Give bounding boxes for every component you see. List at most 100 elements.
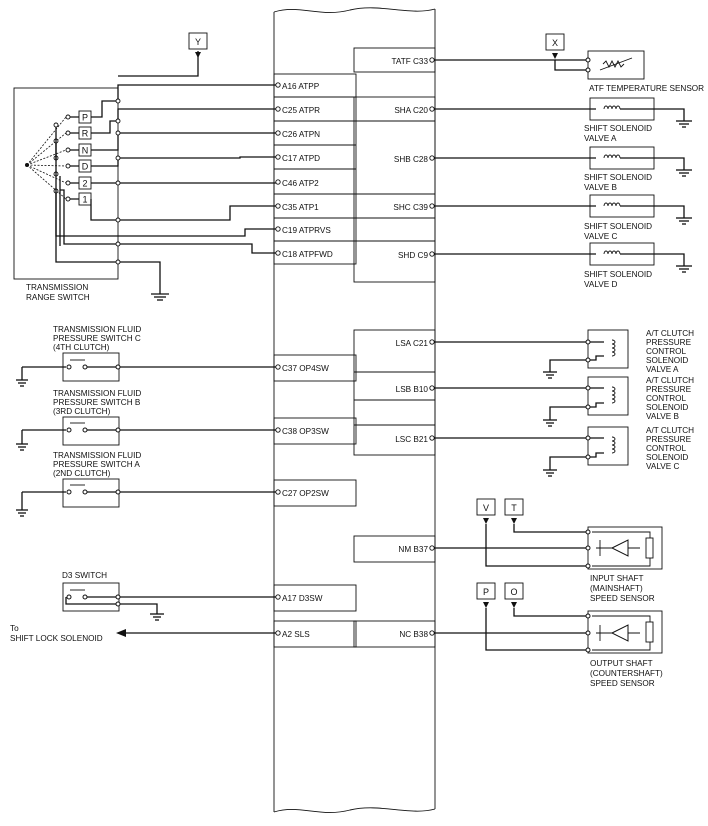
pressure-switch-a-label-3: (2ND CLUTCH)	[53, 469, 111, 478]
pressure-switch-a-label-1: TRANSMISSION FLUID	[53, 451, 141, 460]
pressure-switch-c: TRANSMISSION FLUID PRESSURE SWITCH C (4T…	[16, 325, 276, 387]
position-1: 1	[82, 195, 87, 205]
pressure-control-solenoid-c: A/T CLUTCH PRESSURE CONTROL SOLENOID VAL…	[434, 426, 694, 477]
pcs-b-label-5: VALVE B	[646, 412, 679, 421]
pcs-a-label-5: VALVE A	[646, 365, 679, 374]
shift-lock-label-1: To	[10, 624, 19, 633]
range-switch-label-2: RANGE SWITCH	[26, 293, 90, 302]
pcs-b-label-4: SOLENOID	[646, 403, 688, 412]
connector-p-label: P	[483, 587, 489, 597]
pcs-b-label-2: PRESSURE	[646, 385, 692, 394]
pin-c38-op3sw: C38 OP3SW	[282, 427, 329, 436]
transmission-range-switch: P R N D 2 1 TRANSMISSION RANGE SWITCH	[13, 51, 276, 302]
input-speed-sensor-label-3: SPEED SENSOR	[590, 594, 655, 603]
pcs-c-label-4: SOLENOID	[646, 453, 688, 462]
pin-shc-c39: SHC C39	[393, 203, 428, 212]
output-speed-sensor-label-2: (COUNTERSHAFT)	[590, 669, 663, 678]
pin-lsb-b10: LSB B10	[396, 385, 429, 394]
position-r: R	[82, 129, 89, 139]
pin-c27-op2sw: C27 OP2SW	[282, 489, 329, 498]
shift-lock-output: To SHIFT LOCK SOLENOID	[10, 624, 276, 643]
input-shaft-speed-sensor: V T INPUT SHAFT (MAINSHAFT) SPEED SENSOR	[434, 498, 663, 603]
pin-c37-op4sw: C37 OP4SW	[282, 364, 329, 373]
pressure-switch-a-label-2: PRESSURE SWITCH A	[53, 460, 140, 469]
pcs-b-label-1: A/T CLUTCH	[646, 376, 694, 385]
pin-lsc-b21: LSC B21	[395, 435, 428, 444]
ecu-right-pins: TATF C33 SHA C20 SHB C28 SHC C39 SHD C9 …	[391, 57, 428, 639]
pcs-a-label-4: SOLENOID	[646, 356, 688, 365]
pressure-switch-c-label-1: TRANSMISSION FLUID	[53, 325, 141, 334]
connector-y-label: Y	[195, 37, 201, 47]
pcs-b-label-3: CONTROL	[646, 394, 686, 403]
shift-solenoid-a-label-1: SHIFT SOLENOID	[584, 124, 652, 133]
connector-y: Y	[188, 32, 208, 58]
pcs-c-label-1: A/T CLUTCH	[646, 426, 694, 435]
d3-switch-label: D3 SWITCH	[62, 571, 107, 580]
input-speed-sensor-label-2: (MAINSHAFT)	[590, 584, 643, 593]
pin-c25-atpr: C25 ATPR	[282, 106, 320, 115]
pin-c26-atpn: C26 ATPN	[282, 130, 320, 139]
pcs-a-label-2: PRESSURE	[646, 338, 692, 347]
shift-solenoid-a-label-2: VALVE A	[584, 134, 617, 143]
pin-tatf-c33: TATF C33	[391, 57, 428, 66]
connector-v-label: V	[483, 503, 489, 513]
pin-lsa-c21: LSA C21	[396, 339, 429, 348]
pressure-control-solenoid-b: A/T CLUTCH PRESSURE CONTROL SOLENOID VAL…	[434, 376, 694, 427]
pin-c35-atp1: C35 ATP1	[282, 203, 319, 212]
connector-t-label: T	[511, 503, 517, 513]
ecu-body	[273, 7, 436, 813]
shift-solenoid-c-label-1: SHIFT SOLENOID	[584, 222, 652, 231]
pin-a16-atpp: A16 ATPP	[282, 82, 320, 91]
pressure-switch-b-label-3: (3RD CLUTCH)	[53, 407, 111, 416]
pin-nm-b37: NM B37	[398, 545, 428, 554]
input-speed-sensor-label-1: INPUT SHAFT	[590, 574, 644, 583]
position-n: N	[82, 146, 89, 156]
connector-o-label: O	[510, 587, 517, 597]
output-speed-sensor-label-3: SPEED SENSOR	[590, 679, 655, 688]
shift-solenoid-d: SHIFT SOLENOID VALVE D	[434, 242, 692, 289]
pin-shb-c28: SHB C28	[394, 155, 429, 164]
pin-a2-sls: A2 SLS	[282, 630, 310, 639]
connector-x-label: X	[552, 38, 558, 48]
position-p: P	[82, 113, 88, 123]
output-speed-sensor-label-1: OUTPUT SHAFT	[590, 659, 653, 668]
shift-solenoid-b-label-2: VALVE B	[584, 183, 617, 192]
pcs-c-label-5: VALVE C	[646, 462, 679, 471]
output-shaft-speed-sensor: P O OUTPUT SHAFT (COUNTERSHAFT) SPEED SE…	[434, 582, 663, 688]
pressure-control-solenoid-a: A/T CLUTCH PRESSURE CONTROL SOLENOID VAL…	[434, 329, 694, 379]
pin-sha-c20: SHA C20	[394, 106, 428, 115]
shift-solenoid-d-label-2: VALVE D	[584, 280, 617, 289]
pressure-switch-b-label-1: TRANSMISSION FLUID	[53, 389, 141, 398]
shift-solenoid-b: SHIFT SOLENOID VALVE B	[434, 146, 692, 192]
pressure-switch-b-label-2: PRESSURE SWITCH B	[53, 398, 141, 407]
shift-solenoid-b-label-1: SHIFT SOLENOID	[584, 173, 652, 182]
pin-c17-atpd: C17 ATPD	[282, 154, 320, 163]
pin-c18-atpfwd: C18 ATPFWD	[282, 250, 333, 259]
d3-switch: D3 SWITCH	[62, 571, 276, 621]
ecu-left-pins: A16 ATPP C25 ATPR C26 ATPN C17 ATPD C46 …	[282, 82, 333, 639]
pressure-switch-c-label-2: PRESSURE SWITCH C	[53, 334, 141, 343]
atf-sensor-label: ATF TEMPERATURE SENSOR	[589, 84, 704, 93]
shift-solenoid-d-label-1: SHIFT SOLENOID	[584, 270, 652, 279]
atf-temperature-sensor: X ATF TEMPERATURE SENSOR	[434, 33, 704, 93]
pcs-c-label-2: PRESSURE	[646, 435, 692, 444]
pin-shd-c9: SHD C9	[398, 251, 428, 260]
pressure-switch-b: TRANSMISSION FLUID PRESSURE SWITCH B (3R…	[16, 389, 276, 451]
pin-c19-atprvs: C19 ATPRVS	[282, 226, 331, 235]
pin-a17-d3sw: A17 D3SW	[282, 594, 323, 603]
pcs-c-label-3: CONTROL	[646, 444, 686, 453]
shift-solenoid-c-label-2: VALVE C	[584, 232, 617, 241]
range-switch-label-1: TRANSMISSION	[26, 283, 88, 292]
ecu-terminals	[275, 57, 435, 636]
pcs-a-label-1: A/T CLUTCH	[646, 329, 694, 338]
pcs-a-label-3: CONTROL	[646, 347, 686, 356]
pressure-switch-a: TRANSMISSION FLUID PRESSURE SWITCH A (2N…	[16, 451, 276, 517]
pin-c46-atp2: C46 ATP2	[282, 179, 319, 188]
position-d: D	[82, 162, 89, 172]
shift-lock-label-2: SHIFT LOCK SOLENOID	[10, 634, 103, 643]
shift-solenoid-a: SHIFT SOLENOID VALVE A	[434, 97, 692, 143]
shift-solenoid-c: SHIFT SOLENOID VALVE C	[434, 194, 692, 241]
pin-nc-b38: NC B38	[399, 630, 428, 639]
position-2: 2	[82, 179, 87, 189]
